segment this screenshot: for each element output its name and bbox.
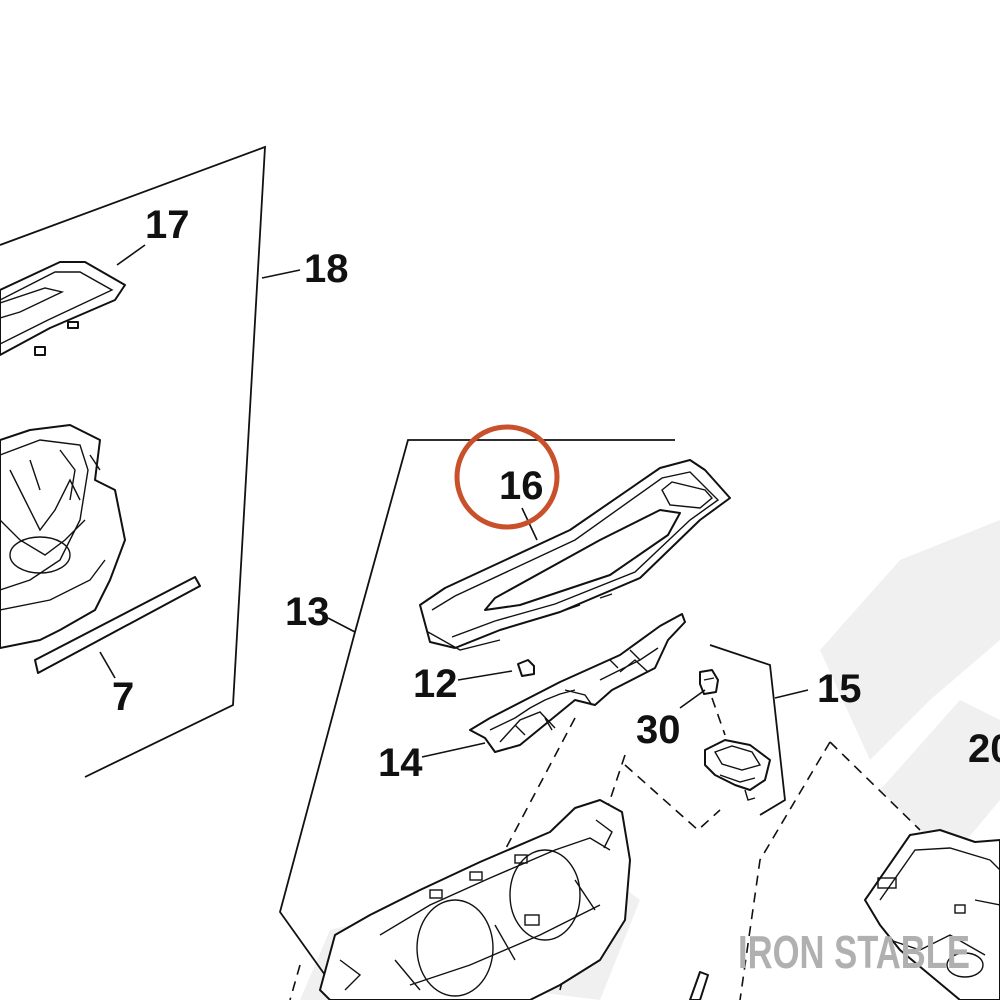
leader-18 (261, 269, 301, 279)
callout-17: 17 (145, 203, 190, 247)
part-14-bracket (469, 613, 686, 753)
callout-7: 7 (112, 675, 134, 719)
leader-14 (421, 742, 486, 758)
callout-18: 18 (304, 247, 349, 291)
leader-15 (774, 689, 809, 699)
dash-30 (711, 697, 726, 736)
part-16-bezel (419, 459, 731, 651)
callout-20: 20 (968, 727, 1000, 771)
part-7-strip (34, 576, 201, 674)
leader-7 (99, 651, 116, 679)
part-housing-center (319, 799, 631, 1000)
part-12-clip (517, 659, 535, 677)
leader-12 (457, 670, 513, 681)
part-housing-left (0, 424, 126, 649)
part-strip-center (689, 971, 709, 1000)
part-30-connector (699, 669, 719, 695)
watermark-text: IRON STABLE (738, 926, 970, 978)
callout-13: 13 (285, 590, 330, 634)
callout-12: 12 (413, 662, 458, 706)
callout-15: 15 (817, 667, 862, 711)
callout-14: 14 (378, 741, 423, 785)
leader-17 (116, 244, 146, 266)
callout-16: 16 (499, 464, 544, 508)
part-15-module (704, 739, 771, 801)
part-20-housing (864, 829, 1000, 1000)
bracket-18 (0, 145, 266, 778)
leader-30 (679, 689, 706, 709)
leader-13 (327, 617, 356, 633)
callout-30: 30 (636, 708, 681, 752)
part-17-cover (0, 261, 126, 356)
bracket-15 (709, 644, 786, 816)
highlight-ring (454, 424, 560, 530)
